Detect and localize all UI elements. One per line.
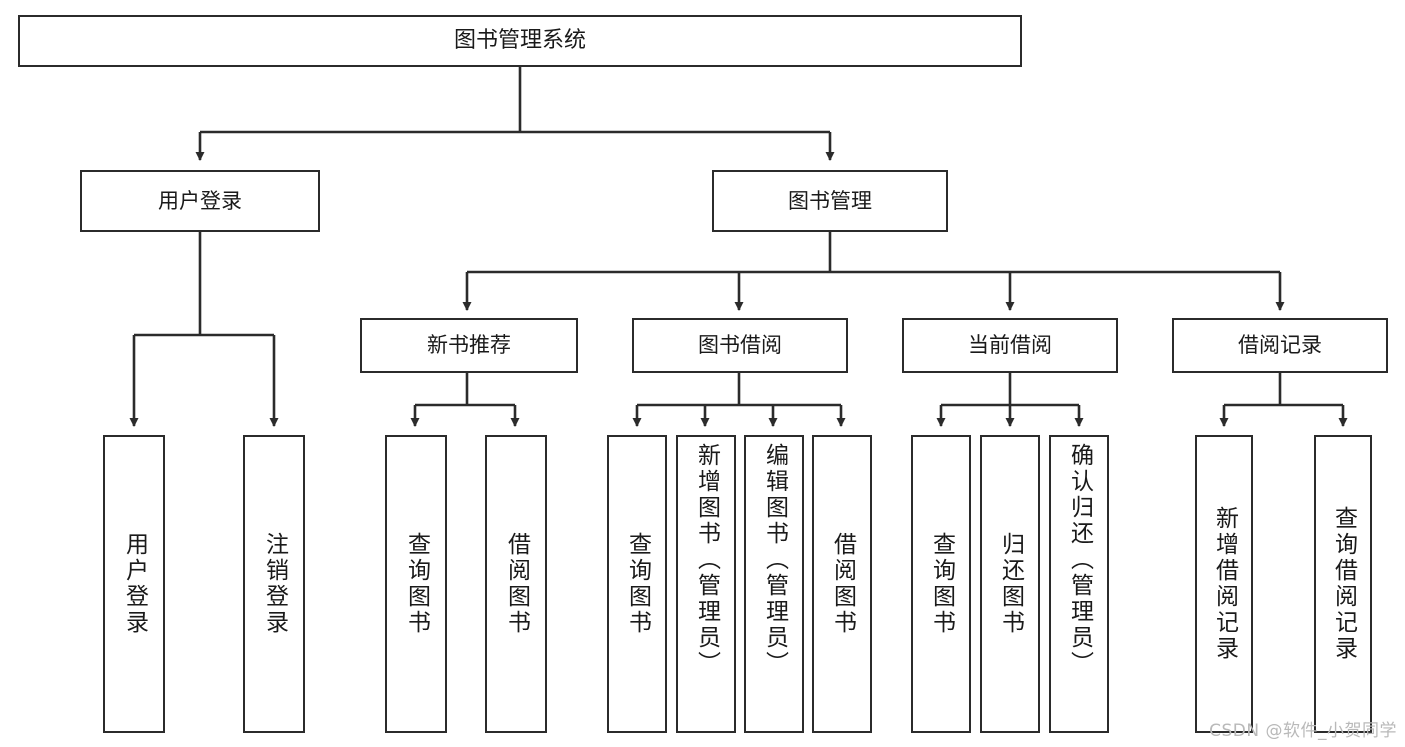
node-leaf-add-book-admin[interactable]: 新增图书（管理员） xyxy=(676,435,736,733)
node-label: 新书推荐 xyxy=(427,333,511,358)
node-label: 新增图书（管理员） xyxy=(693,443,720,677)
node-leaf-edit-book-admin[interactable]: 编辑图书（管理员） xyxy=(744,435,804,733)
node-borrow-record[interactable]: 借阅记录 xyxy=(1172,318,1388,373)
node-leaf-user-login[interactable]: 用户登录 xyxy=(103,435,165,733)
node-book-borrow[interactable]: 图书借阅 xyxy=(632,318,848,373)
node-label: 用户登录 xyxy=(121,532,148,636)
node-label: 查询图书 xyxy=(928,532,955,636)
node-label: 借阅图书 xyxy=(829,532,856,636)
node-leaf-query-book-current[interactable]: 查询图书 xyxy=(911,435,971,733)
node-current-borrow[interactable]: 当前借阅 xyxy=(902,318,1118,373)
node-root-book-management-system[interactable]: 图书管理系统 xyxy=(18,15,1022,67)
node-leaf-logout[interactable]: 注销登录 xyxy=(243,435,305,733)
node-label: 查询图书 xyxy=(624,532,651,636)
node-new-book-recommend[interactable]: 新书推荐 xyxy=(360,318,578,373)
node-leaf-borrow-book[interactable]: 借阅图书 xyxy=(812,435,872,733)
node-label: 当前借阅 xyxy=(968,333,1052,358)
node-label: 确认归还（管理员） xyxy=(1066,443,1093,677)
node-label: 新增借阅记录 xyxy=(1211,506,1238,662)
node-label: 用户登录 xyxy=(158,188,242,213)
node-leaf-query-book-borrow[interactable]: 查询图书 xyxy=(607,435,667,733)
node-label: 借阅记录 xyxy=(1238,333,1322,358)
node-label: 借阅图书 xyxy=(503,532,530,636)
node-label: 图书借阅 xyxy=(698,333,782,358)
node-label: 归还图书 xyxy=(997,532,1024,636)
node-leaf-borrow-book-new[interactable]: 借阅图书 xyxy=(485,435,547,733)
node-label: 图书管理 xyxy=(788,188,872,213)
node-label: 查询图书 xyxy=(403,532,430,636)
node-leaf-query-borrow-record[interactable]: 查询借阅记录 xyxy=(1314,435,1372,733)
node-user-login[interactable]: 用户登录 xyxy=(80,170,320,232)
node-leaf-return-book[interactable]: 归还图书 xyxy=(980,435,1040,733)
node-leaf-query-book-new[interactable]: 查询图书 xyxy=(385,435,447,733)
node-leaf-confirm-return-admin[interactable]: 确认归还（管理员） xyxy=(1049,435,1109,733)
node-book-management[interactable]: 图书管理 xyxy=(712,170,948,232)
node-label: 图书管理系统 xyxy=(453,28,586,54)
node-label: 注销登录 xyxy=(261,532,288,636)
csdn-watermark: CSDN @软件_小贺同学 xyxy=(1209,721,1397,741)
node-label: 编辑图书（管理员） xyxy=(761,443,788,677)
node-leaf-add-borrow-record[interactable]: 新增借阅记录 xyxy=(1195,435,1253,733)
node-label: 查询借阅记录 xyxy=(1330,506,1357,662)
